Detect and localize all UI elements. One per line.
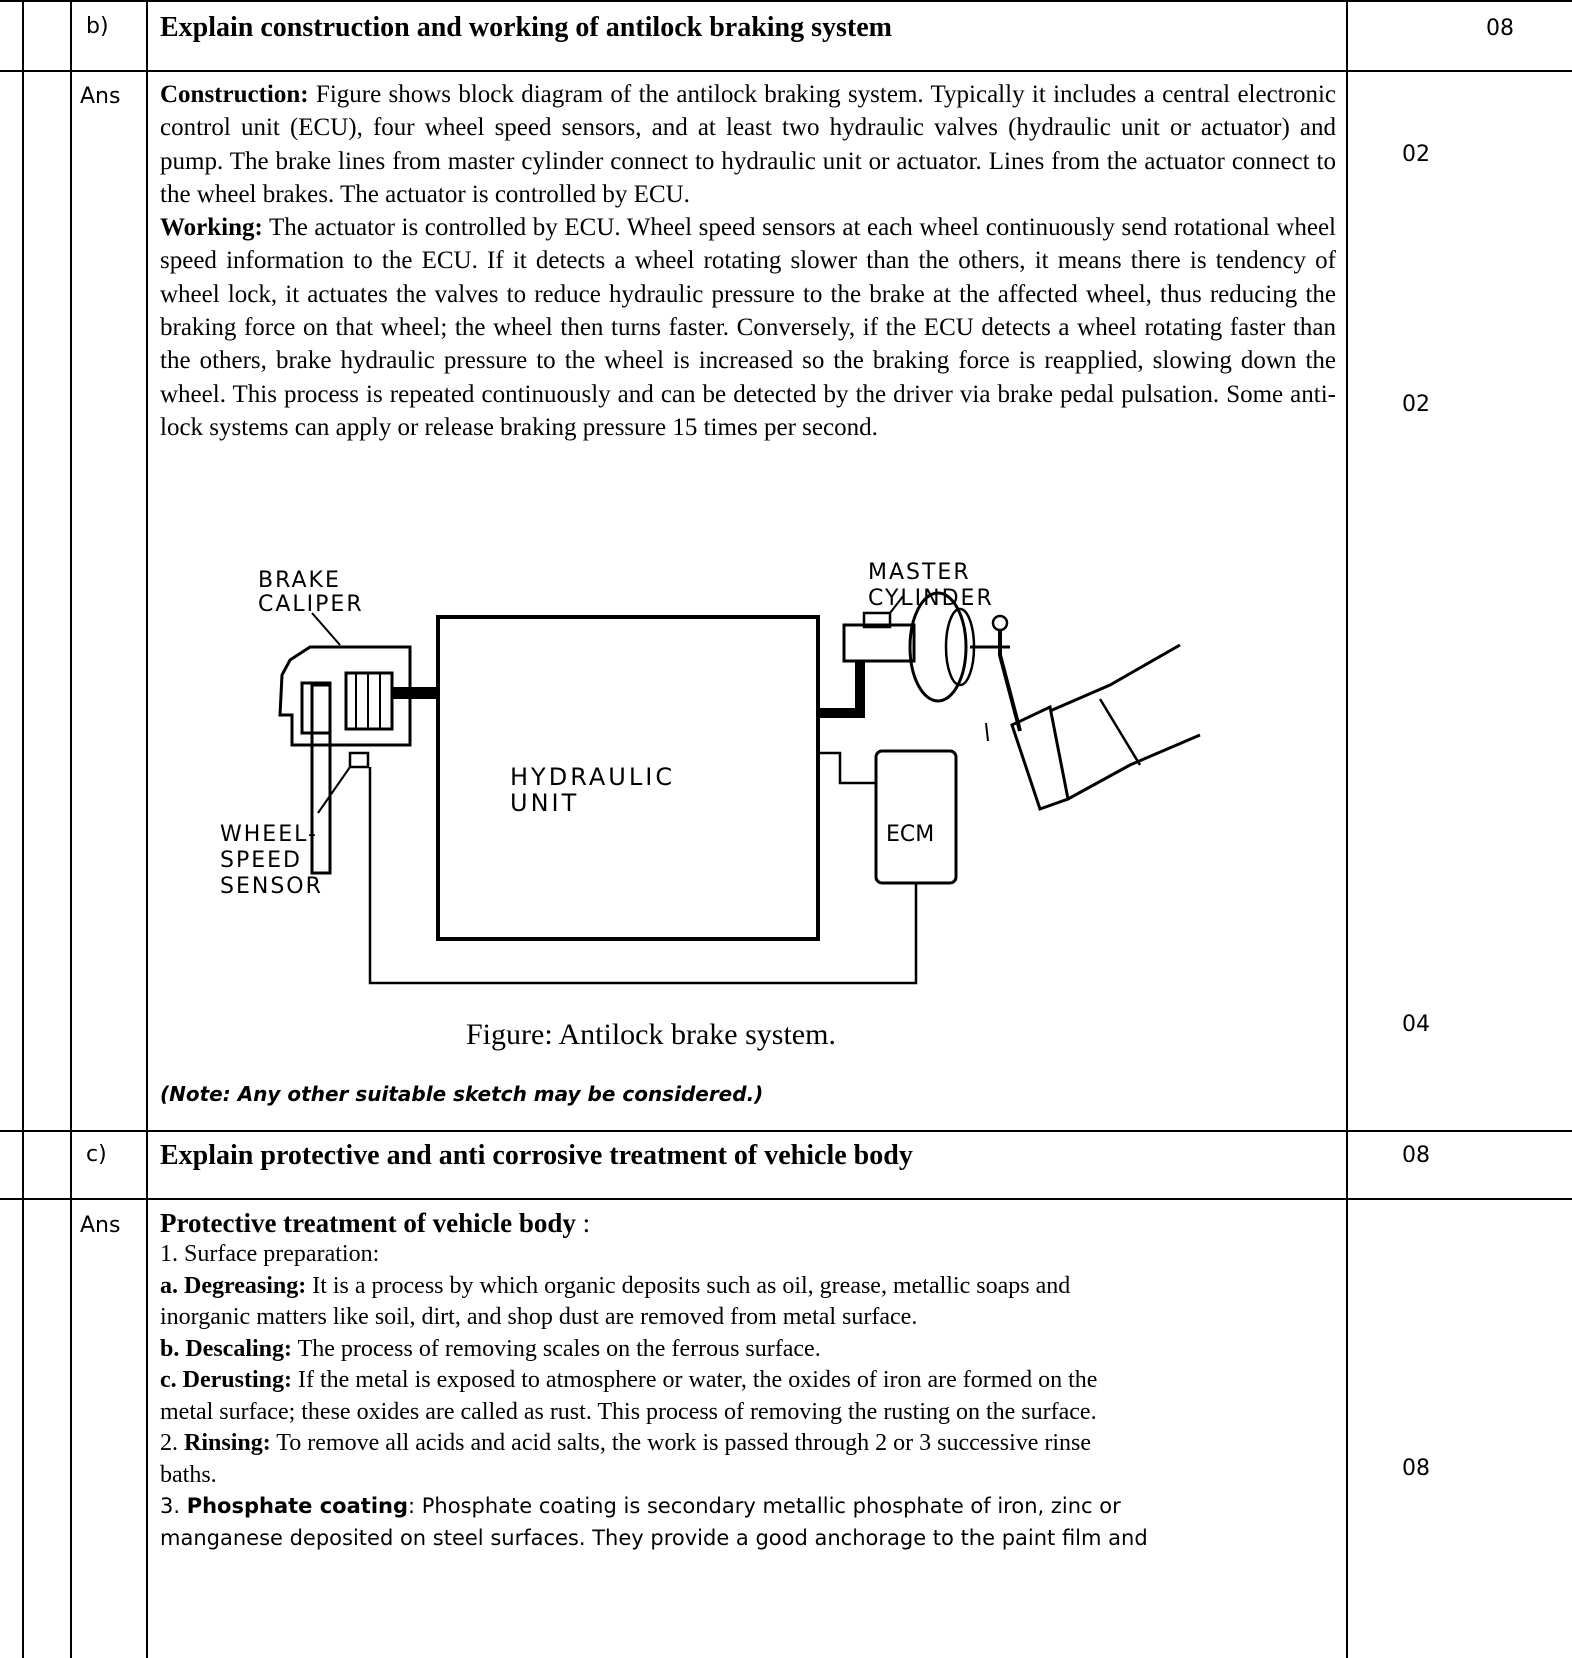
hydraulic-unit-box — [436, 615, 820, 941]
descaling-line: b. Descaling: The process of removing sc… — [160, 1335, 821, 1362]
question-c: Explain protective and anti corrosive tr… — [160, 1140, 913, 1171]
label-ecm: ECM — [886, 822, 934, 847]
rinsing-line-1: 2. Rinsing: To remove all acids and acid… — [160, 1430, 1092, 1456]
ecm-box — [874, 749, 958, 885]
grid-hline-b-end — [0, 70, 1572, 72]
protective-heading-line: Protective treatment of vehicle body : — [160, 1208, 591, 1238]
label-sensor: SENSOR — [220, 874, 323, 899]
figure-caption: Figure: Antilock brake system. — [466, 1018, 836, 1051]
wheel-speed-sensor — [348, 751, 370, 769]
sensor-wire — [368, 767, 918, 985]
marks-figure: 04 — [1402, 1012, 1430, 1037]
master-cylinder — [842, 623, 916, 663]
grid-vline-marks — [1346, 0, 1348, 1658]
protective-heading: Protective treatment of vehicle body — [160, 1208, 576, 1238]
grid-hline-top — [0, 0, 1572, 2]
phosphate-line-2: manganese deposited on steel surfaces. T… — [160, 1525, 1148, 1550]
abs-diagram: BRAKE CALIPER MASTER CYLINDER HYDRAULIC … — [220, 560, 1201, 985]
marks-c-ans: 08 — [1402, 1456, 1430, 1481]
label-brake: BRAKE — [258, 568, 341, 593]
brake-booster — [908, 591, 968, 703]
label-master: MASTER — [868, 560, 971, 585]
marks-working: 02 — [1402, 392, 1430, 417]
row-label-c: c) — [86, 1142, 107, 1167]
construction-paragraph: Construction: Figure shows block diagram… — [160, 78, 1336, 211]
driver-foot — [1049, 643, 1181, 713]
construction-heading: Construction: — [160, 81, 309, 108]
brake-caliper — [278, 645, 412, 747]
label-unit: UNIT — [510, 789, 579, 817]
brake-pedal — [1010, 704, 1070, 811]
row-label-b: b) — [86, 14, 109, 39]
phosphate-line-1: 3. Phosphate coating: Phosphate coating … — [160, 1494, 1121, 1518]
working-text: The actuator is controlled by ECU. Wheel… — [160, 214, 1336, 441]
label-cylinder: CYLINDER — [868, 586, 994, 611]
derusting-line-2: metal surface; these oxides are called a… — [160, 1398, 1097, 1425]
grid-hline-bans-end — [0, 1130, 1572, 1132]
label-hydraulic: HYDRAULIC — [510, 763, 675, 791]
working-paragraph: Working: The actuator is controlled by E… — [160, 211, 1336, 444]
ecm-wire — [818, 751, 876, 785]
label-wheel: WHEEL- — [220, 822, 318, 847]
rinsing-line-2: baths. — [160, 1461, 217, 1488]
construction-text: Figure shows block diagram of the antilo… — [160, 81, 1336, 208]
grid-vline-content — [146, 0, 148, 1658]
question-b: Explain construction and working of anti… — [160, 12, 892, 43]
working-heading: Working: — [160, 214, 263, 242]
degreasing-line-2: inorganic matters like soil, dirt, and s… — [160, 1304, 918, 1330]
grid-vline-left — [22, 0, 24, 1658]
marks-b: 08 — [1486, 16, 1514, 41]
marks-c: 08 — [1402, 1143, 1430, 1168]
grid-vline-label — [70, 0, 72, 1658]
surface-prep-line: 1. Surface preparation: — [160, 1241, 380, 1267]
grid-hline-c-end — [0, 1198, 1572, 1200]
row-label-b-ans: Ans — [80, 84, 121, 109]
degreasing-line-1: a. Degreasing: It is a process by which … — [160, 1272, 1071, 1299]
figure-note: (Note: Any other suitable sketch may be … — [160, 1082, 764, 1106]
label-speed: SPEED — [220, 848, 302, 873]
brake-rotor — [310, 683, 332, 875]
answer-c-text: Protective treatment of vehicle body : 1… — [160, 1207, 1148, 1554]
label-caliper: CALIPER — [258, 592, 364, 617]
answer-b-text: Construction: Figure shows block diagram… — [160, 78, 1336, 444]
derusting-line-1: c. Derusting: If the metal is exposed to… — [160, 1367, 1098, 1393]
row-label-c-ans: Ans — [80, 1213, 121, 1238]
marks-construction: 02 — [1402, 142, 1430, 167]
